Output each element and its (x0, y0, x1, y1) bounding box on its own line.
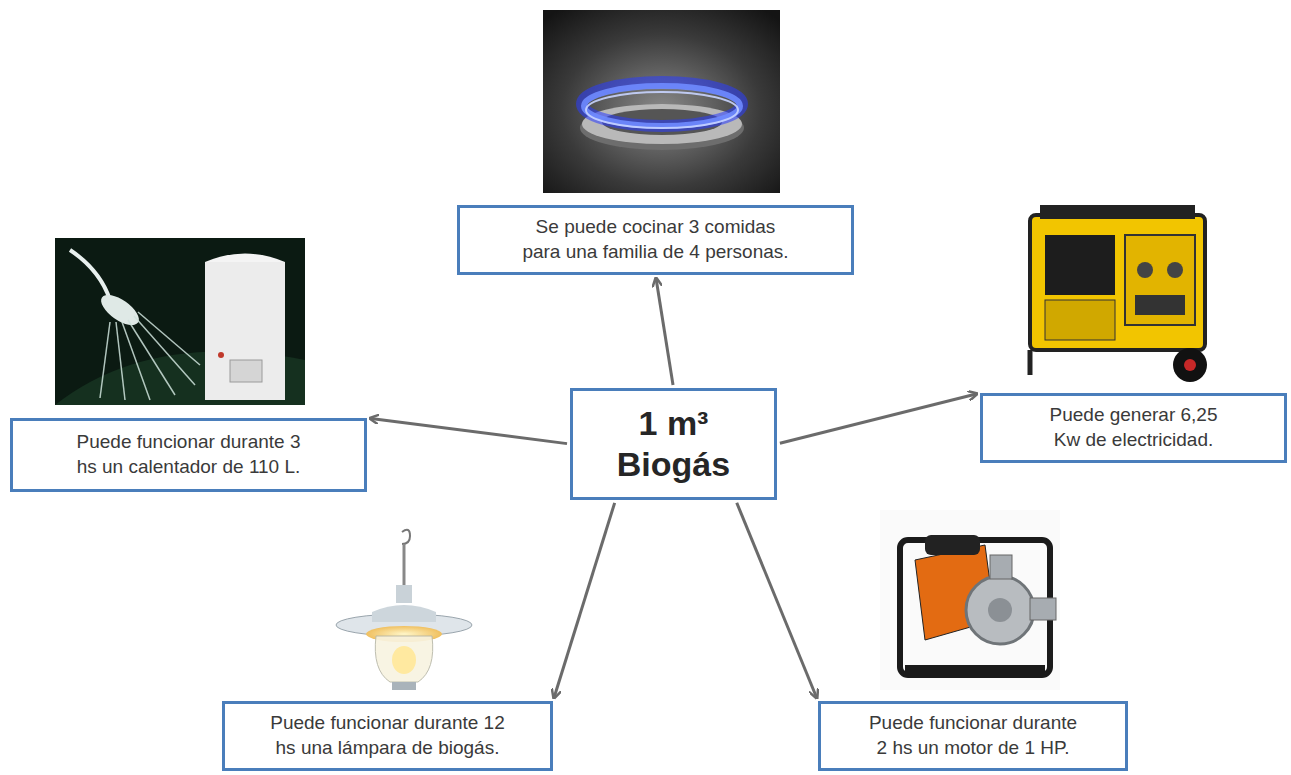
effect-box: Puede funcionar durante 2 hs un motor de… (818, 701, 1128, 771)
effect-text: Puede generar 6,25 Kw de electricidad. (995, 403, 1272, 452)
effect-text: Puede funcionar durante 3 hs un calentad… (25, 430, 352, 479)
effect-box: Puede funcionar durante 3 hs un calentad… (10, 418, 367, 492)
effect-box: Se puede cocinar 3 comidas para una fami… (457, 205, 854, 275)
arrow-connector (737, 503, 817, 698)
motor-pump-photo (880, 510, 1060, 690)
generator-photo (1030, 205, 1207, 382)
effect-box: Puede generar 6,25 Kw de electricidad. (980, 393, 1287, 463)
arrow-connector (656, 279, 673, 385)
effect-box: Puede funcionar durante 12 hs una lámpar… (222, 701, 553, 771)
effect-text: Puede funcionar durante 2 hs un motor de… (833, 711, 1113, 760)
hub-box: 1 m³ Biogás (570, 388, 777, 500)
biogas-lamp-photo (336, 530, 472, 690)
arrow-connector (780, 394, 976, 443)
gas-burner-photo (543, 10, 780, 193)
water-heater-photo (55, 238, 305, 405)
arrow-connector (554, 503, 614, 697)
effect-text: Puede funcionar durante 12 hs una lámpar… (237, 711, 538, 760)
effect-text: Se puede cocinar 3 comidas para una fami… (472, 215, 839, 264)
hub-label: 1 m³ Biogás (604, 403, 744, 485)
arrow-connector (371, 419, 567, 444)
